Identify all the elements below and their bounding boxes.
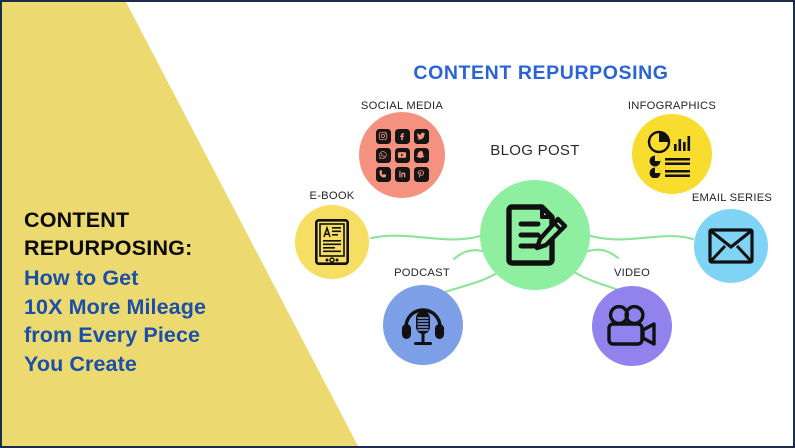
envelope-icon [708,228,754,264]
video-circle[interactable] [592,286,672,366]
node-label-podcast: PODCAST [394,267,450,279]
instagram-icon[interactable] [375,128,391,144]
skype-icon[interactable] [375,166,391,182]
social-media-circle[interactable] [359,112,445,198]
headline-kicker: CONTENT REPURPOSING: [24,208,193,260]
node-label-blog-post: BLOG POST [490,142,580,159]
pie-chart-list-icon [647,130,691,178]
facebook-icon[interactable] [394,128,410,144]
infographic-panel: CONTENT REPURPOSING SOCIAL MEDIA [287,2,793,446]
ebook-reader-icon [315,219,349,265]
movie-camera-icon [607,305,656,346]
twitter-icon[interactable] [413,128,429,144]
node-label-email-series: EMAIL SERIES [691,192,773,204]
node-label-video: VIDEO [613,267,651,279]
podcast-circle[interactable] [383,285,463,365]
infographics-circle[interactable] [632,114,712,194]
node-label-infographics: INFOGRAPHICS [627,100,717,112]
infographic-title: CONTENT REPURPOSING [413,62,669,84]
social-media-grid-icon [375,128,429,182]
node-label-social-media: SOCIAL MEDIA [360,100,444,112]
document-pencil-icon [506,204,568,266]
node-label-ebook: E-BOOK [309,190,355,202]
ebook-circle[interactable] [295,205,369,279]
headline-block: CONTENT REPURPOSING: How to Get 10X More… [24,207,304,378]
blog-post-circle[interactable] [480,180,590,290]
whatsapp-icon[interactable] [375,147,391,163]
youtube-icon[interactable] [394,147,410,163]
linkedin-icon[interactable] [394,166,410,182]
headline-subhead: How to Get 10X More Mileage from Every P… [24,266,207,376]
email-series-circle[interactable] [694,209,768,283]
pinterest-icon[interactable] [413,166,429,182]
snapchat-icon[interactable] [413,147,429,163]
microphone-headphones-icon [402,308,444,345]
